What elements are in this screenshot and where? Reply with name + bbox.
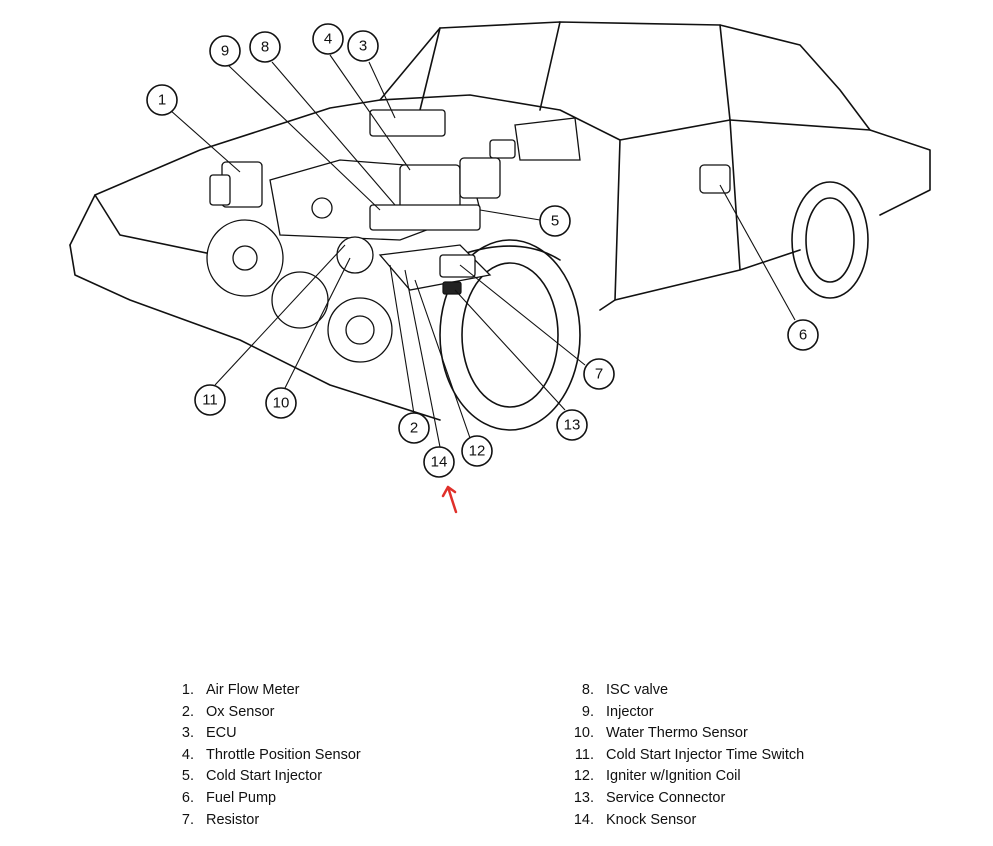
callout-13: 13: [556, 409, 588, 441]
callout-label: 5: [551, 213, 559, 230]
callout-6: 6: [787, 319, 819, 351]
legend-label: Cold Start Injector Time Switch: [606, 746, 805, 763]
legend-item: 7. Resistor: [160, 810, 361, 832]
callout-2: 2: [398, 412, 430, 444]
legend-label: Air Flow Meter: [206, 682, 300, 698]
legend-number: 7.: [181, 811, 194, 828]
legend-label: Throttle Position Sensor: [206, 746, 361, 763]
callout-11: 11: [194, 384, 226, 416]
callout-label: 10: [273, 395, 290, 412]
callout-4: 4: [312, 23, 344, 55]
legend-item: 12. Igniter w/Ignition Coil: [560, 766, 804, 788]
callout-label: 12: [469, 443, 486, 460]
legend-label: ISC valve: [606, 682, 669, 698]
legend-label: ECU: [206, 725, 237, 742]
legend-label: Injector: [606, 703, 654, 720]
legend-label: Resistor: [206, 811, 260, 828]
callout-label: 13: [564, 417, 581, 434]
legend-item: 8. ISC valve: [560, 680, 804, 702]
callout-label: 4: [324, 31, 332, 48]
legend-number: 8.: [581, 682, 594, 698]
legend-label: Cold Start Injector: [206, 768, 323, 785]
legend-item: 1. Air Flow Meter: [160, 680, 361, 702]
legend-number: 2.: [181, 703, 194, 720]
legend-label: Water Thermo Sensor: [606, 725, 748, 742]
legend-number: 6.: [181, 789, 194, 806]
legend-label: Knock Sensor: [606, 811, 697, 828]
legend-label: Service Connector: [606, 789, 726, 806]
legend-item: 6. Fuel Pump: [160, 788, 361, 810]
legend-item: 11. Cold Start Injector Time Switch: [560, 745, 804, 767]
legend-number: 9.: [581, 703, 594, 720]
callout-label: 2: [410, 420, 418, 437]
callout-5: 5: [539, 205, 571, 237]
legend-item: 2. Ox Sensor: [160, 702, 361, 724]
legend-number: 10.: [573, 725, 594, 742]
callout-label: 9: [221, 43, 229, 60]
legend-number: 12.: [573, 768, 594, 785]
legend-number: 11.: [574, 746, 594, 763]
callout-9: 9: [209, 35, 241, 67]
callout-10: 10: [265, 387, 297, 419]
callout-7: 7: [583, 358, 615, 390]
legend-item: 3. ECU: [160, 723, 361, 745]
legend-number: 1.: [181, 682, 194, 698]
legend-number: 14.: [573, 811, 594, 828]
callout-3: 3: [347, 30, 379, 62]
legend-item: 9. Injector: [560, 702, 804, 724]
legend-item: 5. Cold Start Injector: [160, 766, 361, 788]
legend-number: 3.: [181, 725, 194, 742]
legend-label: Igniter w/Ignition Coil: [606, 768, 741, 785]
callout-label: 14: [431, 454, 448, 471]
legend-number: 13.: [573, 789, 594, 806]
legend-number: 5.: [181, 768, 194, 785]
callout-14: 14: [423, 446, 455, 478]
legend-label: Ox Sensor: [206, 703, 275, 720]
legend-item: 14. Knock Sensor: [560, 810, 804, 832]
callout-label: 6: [799, 327, 807, 344]
legend-right: 8. ISC valve 9. Injector 10. Water Thermo Sen…: [560, 680, 804, 831]
legend-item: 4. Throttle Position Sensor: [160, 745, 361, 767]
legend-number: 4.: [181, 746, 194, 763]
engine-assembly: [206, 109, 731, 363]
legend-item: 10. Water Thermo Sensor: [560, 723, 804, 745]
car-outline: [69, 21, 931, 431]
legend-label: Fuel Pump: [206, 789, 277, 806]
callout-8: 8: [249, 31, 281, 63]
callout-label: 3: [359, 38, 367, 55]
callout-label: 1: [158, 92, 166, 109]
legend-item: 13. Service Connector: [560, 788, 804, 810]
callout-label: 11: [202, 392, 218, 409]
callout-label: 8: [261, 39, 269, 56]
callout-label: 7: [595, 366, 603, 383]
annotation-arrow: [441, 485, 458, 514]
callout-12: 12: [461, 435, 493, 467]
legend-left: 1. Air Flow Meter 2. Ox Sensor 3. ECU 4. Thrott…: [160, 680, 361, 831]
callout-1: 1: [146, 84, 178, 116]
leader-lines: [169, 54, 796, 448]
